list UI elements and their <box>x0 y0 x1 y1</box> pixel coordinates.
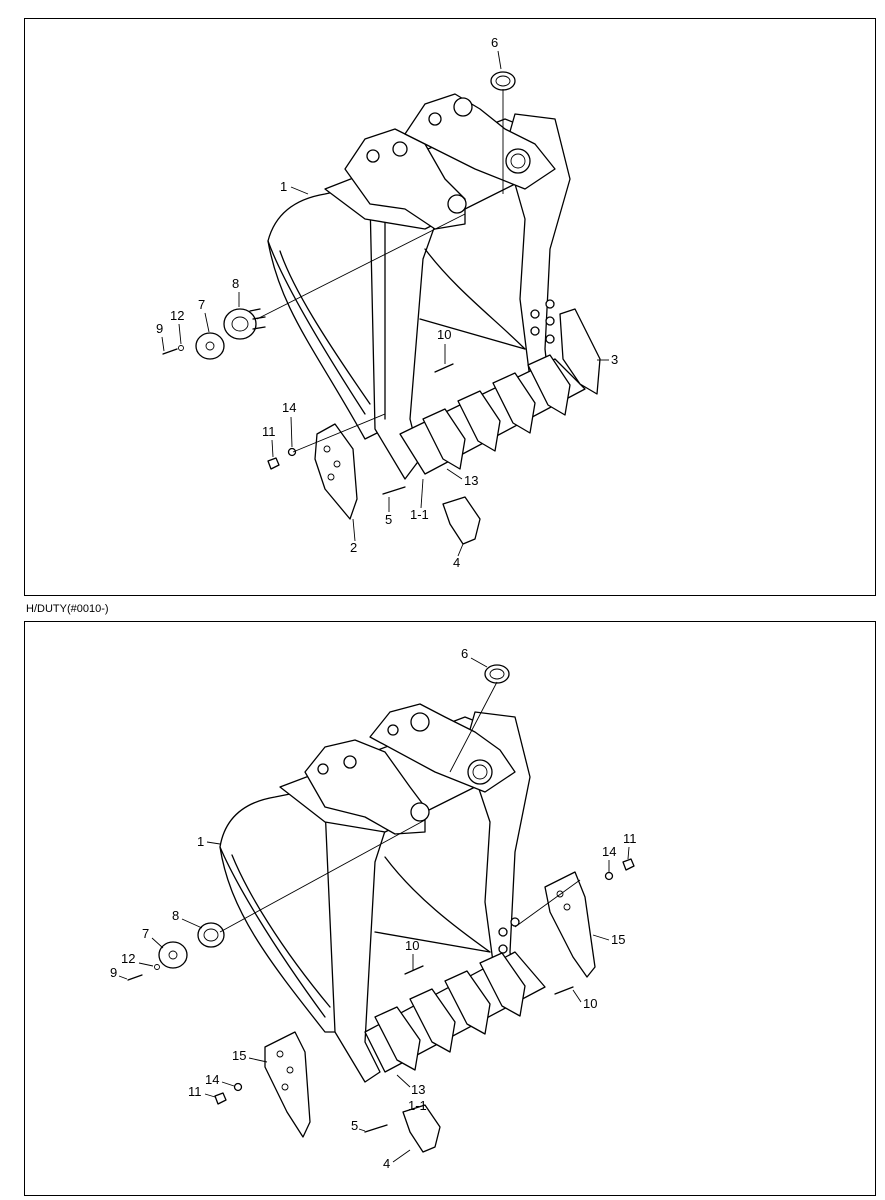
label-6: 6 <box>461 646 468 661</box>
standard-bucket-diagram: 1 6 8 7 12 9 10 3 14 11 13 5 1-1 2 4 <box>24 18 876 596</box>
bolt-10 <box>434 363 454 373</box>
label-5: 5 <box>385 512 392 527</box>
label-13: 13 <box>411 1082 425 1097</box>
label-7: 7 <box>142 926 149 941</box>
label-15-left: 15 <box>232 1048 246 1063</box>
label-9: 9 <box>110 965 117 980</box>
label-1-1: 1-1 <box>408 1098 427 1113</box>
label-4: 4 <box>383 1156 390 1171</box>
label-13: 13 <box>464 473 478 488</box>
label-7: 7 <box>198 297 205 312</box>
label-10-upper: 10 <box>405 938 419 953</box>
label-14-left: 14 <box>205 1072 219 1087</box>
label-9: 9 <box>156 321 163 336</box>
part-labels: 1 6 8 7 12 9 10 10 11 14 15 15 14 11 13 … <box>110 646 637 1171</box>
label-4: 4 <box>453 555 460 570</box>
side-plate-15-left <box>264 1031 311 1138</box>
side-plate-15-right <box>544 871 596 978</box>
label-14-right: 14 <box>602 844 616 859</box>
bushing-6 <box>490 71 516 91</box>
heavy-duty-bucket-diagram: 1 6 8 7 12 9 10 10 11 14 15 15 14 11 13 … <box>24 621 876 1196</box>
label-6: 6 <box>491 35 498 50</box>
shim-assembly <box>127 922 225 981</box>
pin-5 <box>382 486 406 495</box>
tooth-4 <box>402 1104 441 1153</box>
label-10: 10 <box>437 327 451 342</box>
bucket-body <box>219 703 546 1083</box>
label-11: 11 <box>262 424 276 439</box>
label-11-left: 11 <box>188 1084 202 1099</box>
label-14: 14 <box>282 400 296 415</box>
bolt-10-right <box>554 986 574 995</box>
bushing-6 <box>484 664 510 684</box>
bolt-10-upper <box>404 965 424 975</box>
part-labels: 1 6 8 7 12 9 10 3 14 11 13 5 1-1 2 4 <box>156 35 618 570</box>
label-10-right: 10 <box>583 996 597 1011</box>
label-11-right: 11 <box>623 831 637 846</box>
bucket-teeth <box>374 952 526 1071</box>
washer-14-right <box>604 871 614 881</box>
heavy-duty-bucket-drawing: 1 6 8 7 12 9 10 10 11 14 15 15 14 11 13 … <box>110 646 637 1171</box>
washer-14-left <box>233 1082 243 1092</box>
bucket-teeth <box>422 354 571 470</box>
heavy-duty-caption: H/DUTY(#0010-) <box>26 603 109 615</box>
label-8: 8 <box>172 908 179 923</box>
pin-5 <box>364 1124 388 1133</box>
label-12: 12 <box>121 951 135 966</box>
label-15-right: 15 <box>611 932 625 947</box>
label-2: 2 <box>350 540 357 555</box>
nut-11-left <box>214 1092 227 1105</box>
label-1: 1 <box>280 179 287 194</box>
side-plate-2 <box>314 423 358 520</box>
label-5: 5 <box>351 1118 358 1133</box>
nut-11 <box>267 457 280 470</box>
label-1: 1 <box>197 834 204 849</box>
tooth-4 <box>442 496 481 545</box>
label-3: 3 <box>611 352 618 367</box>
nut-11-right <box>622 858 635 871</box>
label-12: 12 <box>170 308 184 323</box>
shim-assembly <box>162 308 266 360</box>
washer-14 <box>287 447 297 457</box>
side-cutter-3 <box>559 308 601 395</box>
label-1-1: 1-1 <box>410 507 429 522</box>
standard-bucket-drawing: 1 6 8 7 12 9 10 3 14 11 13 5 1-1 2 4 <box>156 35 618 570</box>
label-8: 8 <box>232 276 239 291</box>
